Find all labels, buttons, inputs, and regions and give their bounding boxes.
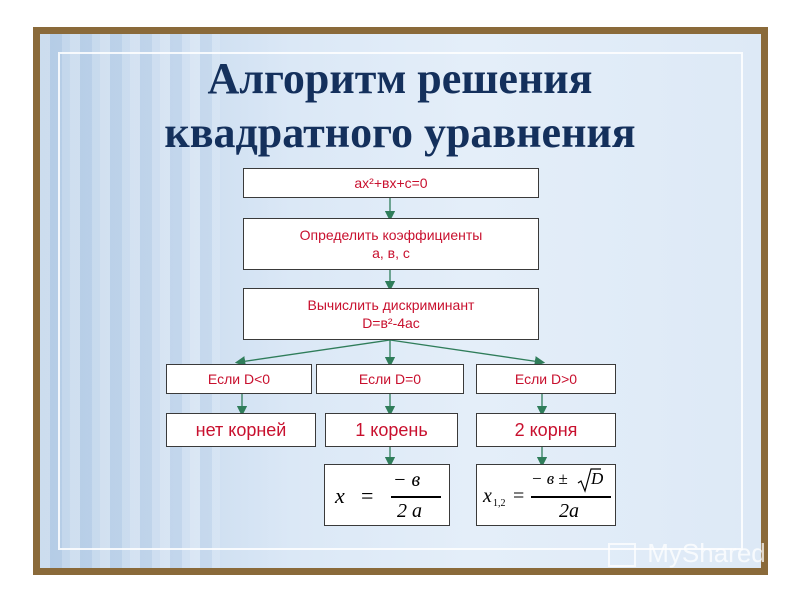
- formula-two-roots-eq: =: [513, 485, 525, 507]
- watermark-text: MyShared: [647, 538, 766, 568]
- result-two-roots-box: 2 корня: [476, 413, 616, 447]
- result-no-roots-text: нет корней: [195, 420, 287, 440]
- column-decoration: [40, 34, 220, 568]
- formula-two-roots-fraction-bar: [531, 496, 611, 498]
- formula-one-root-numerator: − в: [393, 469, 421, 491]
- inner-border: [58, 52, 743, 550]
- condition-d-less-text: Если D<0: [207, 371, 271, 387]
- formula-two-roots-subscript: 1,2: [493, 498, 506, 509]
- formula-one-root-lhs: x: [335, 483, 345, 508]
- condition-d-zero-text: Если D=0: [358, 371, 422, 387]
- coefficients-text-1: Определить коэффициенты: [299, 227, 483, 243]
- formula-two-roots: x 1,2 = − в ± D 2a: [476, 464, 616, 526]
- formula-one-root-eq: =: [361, 483, 374, 508]
- discriminant-text-2: D=в²-4ac: [362, 315, 420, 331]
- square-root-icon: [577, 468, 601, 493]
- coefficients-text-2: a, в, c: [372, 245, 410, 261]
- condition-d-less-box: Если D<0: [166, 364, 312, 394]
- result-one-root-box: 1 корень: [325, 413, 458, 447]
- condition-d-greater-text: Если D>0: [514, 371, 578, 387]
- arrow-discriminant-to-d-greater: [389, 339, 546, 367]
- formula-two-roots-radicand: D: [591, 469, 604, 488]
- watermark-logo: MyShared: [608, 538, 766, 569]
- condition-d-greater-box: Если D>0: [476, 364, 616, 394]
- condition-d-zero-box: Если D=0: [316, 364, 464, 394]
- result-two-roots-text: 2 корня: [514, 420, 578, 440]
- arrow-discriminant-to-d-less: [234, 339, 391, 367]
- title-line-2: квадратного уравнения: [164, 108, 636, 157]
- result-no-roots-box: нет корней: [166, 413, 316, 447]
- formula-one-root: x = − в 2 a: [324, 464, 450, 526]
- equation-text: ax²+вx+c=0: [354, 175, 428, 191]
- presentation-icon: [608, 543, 636, 568]
- title-line-1: Алгоритм решения: [207, 54, 593, 103]
- formula-one-root-fraction-bar: [391, 496, 441, 498]
- equation-box: ax²+вx+c=0: [243, 168, 539, 198]
- result-one-root-text: 1 корень: [355, 420, 428, 440]
- formula-two-roots-denominator: 2a: [559, 500, 579, 522]
- formula-two-roots-numerator: − в ±: [531, 469, 568, 488]
- discriminant-text-1: Вычислить дискриминант: [307, 297, 475, 313]
- coefficients-box: Определить коэффициенты a, в, c: [243, 218, 539, 270]
- discriminant-box: Вычислить дискриминант D=в²-4ac: [243, 288, 539, 340]
- formula-one-root-denominator: 2 a: [397, 500, 422, 522]
- formula-two-roots-lhs: x: [483, 485, 492, 507]
